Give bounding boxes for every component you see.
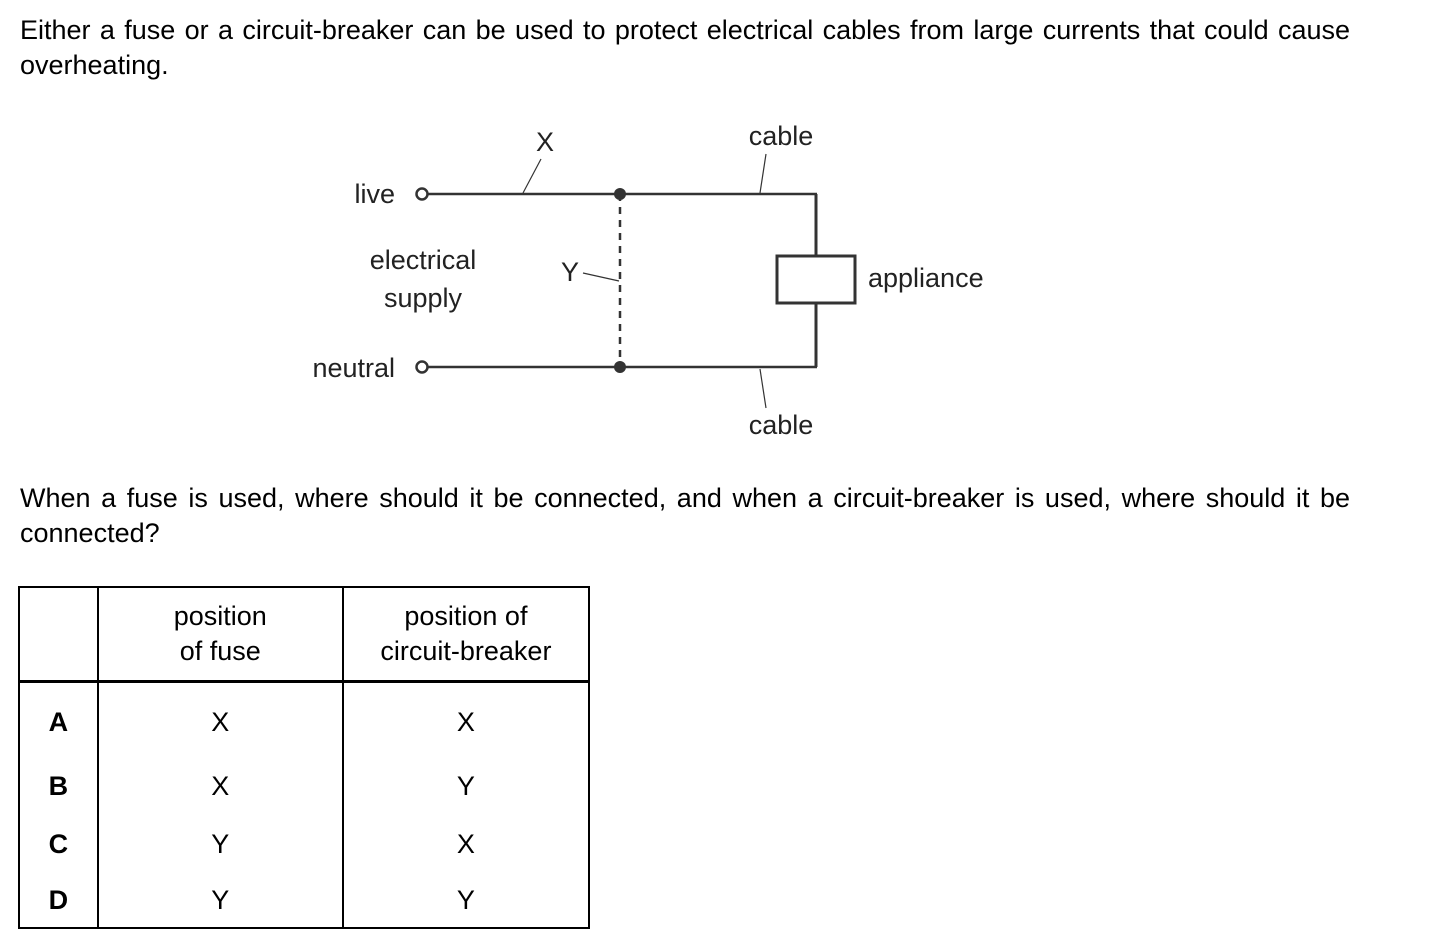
supply-label-line2: supply — [384, 283, 463, 313]
fuse-position-cell: Y — [96, 873, 344, 929]
answer-table: position of fuse position of circuit-bre… — [18, 586, 591, 929]
intro-paragraph: Either a fuse or a circuit-breaker can b… — [20, 15, 1350, 80]
junction-dot-top-icon — [614, 188, 626, 200]
circuit-breaker-position-cell: X — [341, 815, 591, 873]
circuit-breaker-position-cell: Y — [341, 757, 591, 815]
fuse-position-cell: X — [96, 681, 344, 757]
header-fuse-line2: of fuse — [179, 636, 261, 666]
header-cb-line1: position of — [404, 601, 528, 631]
circuit-diagram: live neutral electrical supply appliance… — [312, 121, 984, 440]
circuit-breaker-position-cell: Y — [341, 873, 591, 929]
question-paragraph: When a fuse is used, where should it be … — [20, 483, 1350, 548]
option-letter: B — [18, 757, 99, 815]
table-row-c: C Y X — [18, 815, 591, 873]
option-letter: C — [18, 815, 99, 873]
cable-leader-top — [759, 153, 767, 194]
table-row-a: A X X — [18, 681, 591, 757]
header-cb-line2: circuit-breaker — [380, 636, 552, 666]
header-fuse-position: position of fuse — [96, 586, 344, 683]
y-label: Y — [561, 257, 579, 287]
table-row-d: D Y Y — [18, 873, 591, 929]
header-circuit-breaker-position: position of circuit-breaker — [341, 586, 591, 683]
live-label: live — [354, 179, 395, 209]
circuit-breaker-position-cell: X — [341, 681, 591, 757]
header-fuse-line1: position — [173, 601, 267, 631]
table-row-b: B X Y — [18, 757, 591, 815]
header-option — [18, 586, 99, 683]
cable-leader-bottom — [759, 368, 767, 409]
x-leader-line — [522, 158, 542, 194]
live-terminal-icon — [415, 187, 429, 201]
cable-label-top: cable — [749, 121, 814, 151]
option-letter: A — [18, 681, 99, 757]
junction-dot-bottom-icon — [614, 361, 626, 373]
neutral-terminal-icon — [415, 360, 429, 374]
appliance-label: appliance — [868, 263, 984, 293]
appliance-box-icon — [775, 254, 857, 305]
option-letter: D — [18, 873, 99, 929]
neutral-label: neutral — [312, 353, 395, 383]
x-label: X — [536, 127, 554, 157]
table-header-row: position of fuse position of circuit-bre… — [18, 586, 591, 683]
fuse-position-cell: X — [96, 757, 344, 815]
supply-label-line1: electrical — [370, 245, 477, 275]
fuse-position-cell: Y — [96, 815, 344, 873]
cable-label-bottom: cable — [749, 410, 814, 440]
y-leader-line — [582, 272, 620, 282]
